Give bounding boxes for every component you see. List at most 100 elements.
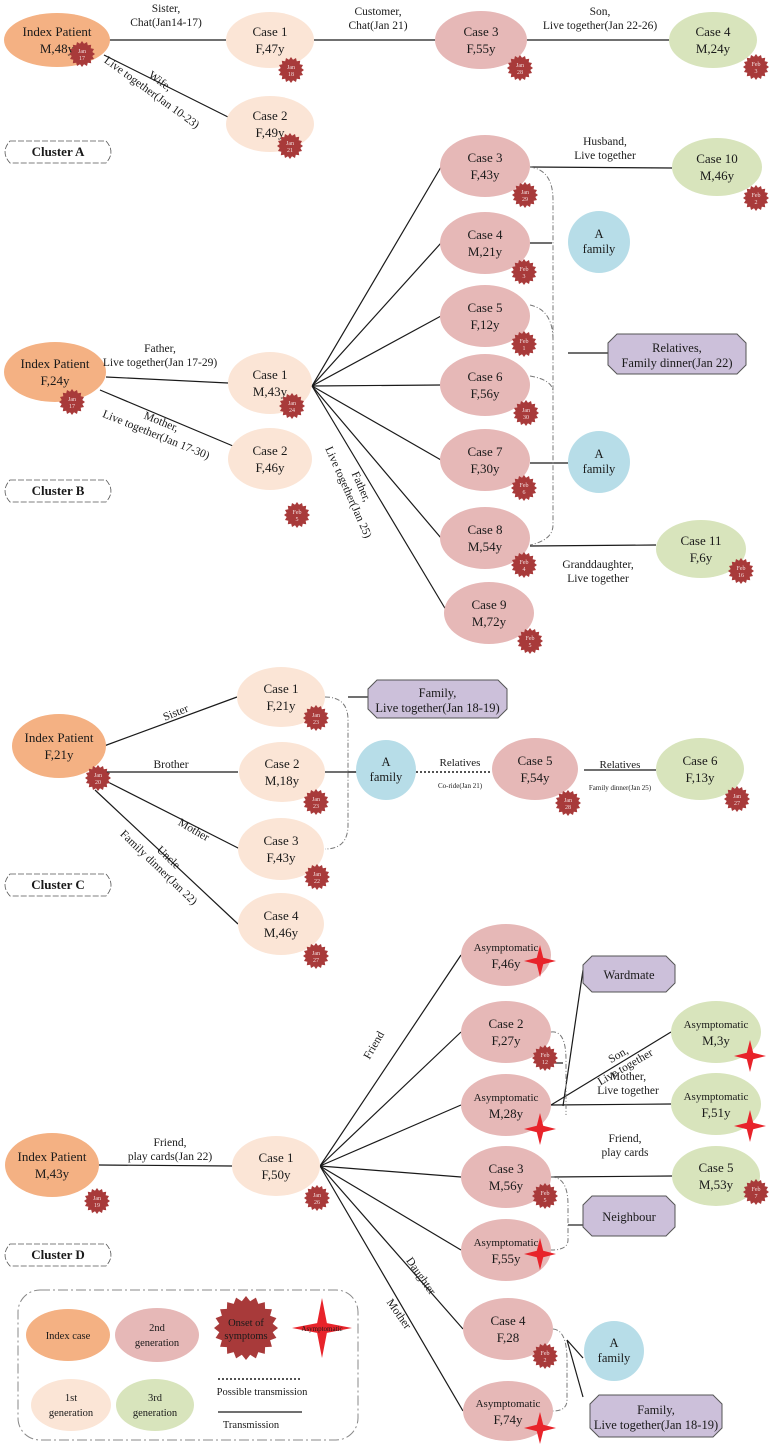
edge-label-line: Son, — [590, 6, 611, 18]
group-label-line: A — [381, 755, 390, 769]
onset-month: Jan — [93, 1196, 101, 1202]
transmission-edge — [99, 777, 241, 850]
onset-month: Feb — [737, 566, 746, 572]
transmission-edge — [98, 1164, 233, 1167]
group-label-line: A — [594, 227, 603, 241]
onset-seal-icon — [507, 55, 533, 81]
transmission-edge — [562, 969, 584, 1107]
case-ellipse — [226, 12, 314, 68]
onset-day: 6 — [523, 490, 526, 496]
cluster-label: Cluster A — [32, 144, 85, 159]
legend-frame — [17, 1289, 359, 1441]
case-detail: M,3y — [702, 1033, 730, 1048]
legend-index-swatch — [26, 1309, 110, 1361]
legend-gen3-label: 3rd — [148, 1393, 163, 1404]
transmission-edge — [319, 1165, 462, 1251]
case-detail: F,46y — [492, 956, 521, 971]
asymptomatic-star-icon — [524, 1412, 556, 1444]
case-ellipse — [440, 285, 530, 347]
edge-label-b-idx-c1: Father,Live together(Jan 17-29) — [103, 343, 217, 369]
case-detail: F,54y — [521, 770, 550, 785]
case-detail: F,21y — [45, 747, 74, 762]
onset-seal-icon — [59, 389, 85, 415]
onset-day: 3 — [755, 69, 758, 75]
edge-label-line: Friend, — [154, 1137, 187, 1149]
cluster-label: Cluster B — [32, 483, 85, 498]
group-label-line: family — [598, 1351, 631, 1365]
case-label: Case 1 — [252, 24, 287, 39]
legend-gen1-label: 1st — [65, 1393, 77, 1404]
case-label: Case 3 — [463, 24, 498, 39]
case-ellipse — [461, 1219, 551, 1281]
transmission-edge — [94, 789, 239, 925]
onset-month: Jan — [516, 63, 524, 69]
edge-label-line: Customer, — [354, 6, 401, 18]
onset-month: Feb — [541, 1351, 550, 1357]
group-label-line: A — [609, 1336, 618, 1350]
edge-label-d-a2-a6: Mother,Live together — [597, 1071, 659, 1097]
onset-day: 27 — [734, 801, 740, 807]
onset-day: 24 — [289, 408, 295, 414]
transmission-edge — [529, 544, 657, 547]
group-label-d-ward: Wardmate — [582, 955, 676, 993]
transmission-edge — [550, 1031, 672, 1106]
edge-label-line: Husband, — [583, 136, 627, 148]
group-label-box — [367, 679, 508, 719]
onset-seal-icon — [511, 331, 537, 357]
case-label: Asymptomatic — [474, 942, 539, 954]
transmission-edge — [319, 1165, 464, 1330]
family-circle — [584, 1321, 644, 1381]
case-ellipse — [461, 1146, 551, 1208]
cluster-tag-frame — [4, 140, 112, 164]
edge-label-d-c3-c5: Friend,play cards — [602, 1133, 649, 1159]
edge-label-line: Granddaughter, — [562, 559, 634, 571]
case-label: Case 11 — [680, 533, 721, 548]
onset-day: 23 — [313, 720, 319, 726]
group-label-d-neigh: Neighbour — [582, 1195, 676, 1237]
edge-label-line: Father, — [144, 343, 176, 355]
case-ellipse — [669, 12, 757, 68]
onset-month: Jan — [313, 1193, 321, 1199]
asymptomatic-star-icon — [734, 1110, 766, 1142]
cluster-tag: Cluster D — [4, 1243, 112, 1267]
edge-label-c-idx-c1: Sister — [161, 703, 190, 724]
legend-onset-label: Onset of — [228, 1318, 264, 1329]
case-label: Case 5 — [698, 1160, 733, 1175]
onset-month: Feb — [752, 62, 761, 68]
case-detail: F,56y — [471, 386, 500, 401]
case-detail: M,53y — [699, 1177, 734, 1192]
onset-day: 28 — [565, 805, 571, 811]
case-detail: M,43y — [35, 1166, 70, 1181]
cluster-label: Cluster D — [31, 1247, 85, 1262]
onset-seal-icon — [511, 552, 537, 578]
onset-seal-icon — [278, 57, 304, 83]
onset-month: Jan — [312, 951, 320, 957]
edge-label-line: Mother, — [610, 1071, 646, 1083]
group-label-line: Family, — [419, 686, 457, 700]
case-detail: F,21y — [267, 698, 296, 713]
case-detail: F,12y — [471, 317, 500, 332]
case-ellipse — [461, 924, 551, 986]
case-label: Case 6 — [467, 369, 503, 384]
cluster-tag-frame — [4, 479, 112, 503]
onset-seal-icon — [277, 133, 303, 159]
case-detail: F,55y — [467, 41, 496, 56]
